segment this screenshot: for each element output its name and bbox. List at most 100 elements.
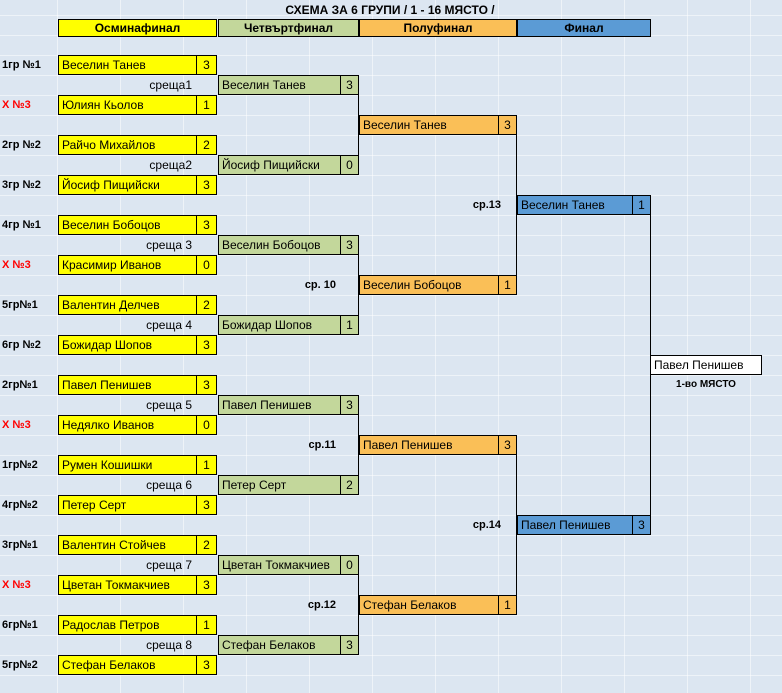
score-cell: 0 <box>196 255 217 275</box>
seed-label: 4гр №1 <box>2 219 41 231</box>
score-cell: 1 <box>196 615 217 635</box>
player-cell: Божидар Шопов <box>218 315 341 335</box>
player-cell: Йосиф Пищийски <box>58 175 197 195</box>
seed-label: 5гр№1 <box>2 299 38 311</box>
seed-label: Х №3 <box>2 259 31 271</box>
player-cell: Веселин Танев <box>359 115 499 135</box>
score-cell: 2 <box>340 475 359 495</box>
score-cell: 2 <box>196 295 217 315</box>
player-cell: Веселин Бобоцов <box>359 275 499 295</box>
seed-label: 2гр №2 <box>2 139 41 151</box>
player-cell: Стефан Белаков <box>359 595 499 615</box>
bracket-connector <box>358 85 359 166</box>
bracket-connector <box>358 565 359 646</box>
match-number: ср.11 <box>308 439 336 451</box>
score-cell: 1 <box>340 315 359 335</box>
match-label: среща 3 <box>146 238 192 252</box>
bracket-connector <box>516 125 517 286</box>
player-cell: Цветан Токмакчиев <box>58 575 197 595</box>
player-cell: Стефан Белаков <box>218 635 341 655</box>
match-label: среща 8 <box>146 638 192 652</box>
score-cell: 1 <box>196 455 217 475</box>
player-cell: Валентин Делчев <box>58 295 197 315</box>
match-label: среща 7 <box>146 558 192 572</box>
seed-label: 5гр№2 <box>2 659 38 671</box>
player-cell: Веселин Танев <box>58 55 197 75</box>
score-cell: 0 <box>340 555 359 575</box>
score-cell: 0 <box>340 155 359 175</box>
score-cell: 1 <box>196 95 217 115</box>
score-cell: 3 <box>632 515 651 535</box>
seed-label: 3гр №2 <box>2 179 41 191</box>
bracket-title: СХЕМА ЗА 6 ГРУПИ / 1 - 16 МЯСТО / <box>285 3 495 17</box>
seed-label: 1гр №1 <box>2 59 41 71</box>
player-cell: Валентин Стойчев <box>58 535 197 555</box>
seed-label: 6гр№1 <box>2 619 38 631</box>
score-cell: 3 <box>196 655 217 675</box>
score-cell: 3 <box>196 375 217 395</box>
bracket-connector <box>358 245 359 326</box>
match-number: ср.14 <box>472 519 501 531</box>
score-cell: 3 <box>498 435 517 455</box>
score-cell: 3 <box>196 495 217 515</box>
player-cell: Павел Пенишев <box>58 375 197 395</box>
match-number: ср.12 <box>307 599 336 611</box>
champion-place-label: 1-во МЯСТО <box>676 378 736 390</box>
player-cell: Недялко Иванов <box>58 415 197 435</box>
player-cell: Стефан Белаков <box>58 655 197 675</box>
player-cell: Юлиян Кьолов <box>58 95 197 115</box>
player-cell: Веселин Бобоцов <box>218 235 341 255</box>
score-cell: 3 <box>340 75 359 95</box>
player-cell: Красимир Иванов <box>58 255 197 275</box>
bracket-connector <box>516 445 517 606</box>
score-cell: 3 <box>340 235 359 255</box>
score-cell: 2 <box>196 135 217 155</box>
match-number: ср.13 <box>472 199 501 211</box>
seed-label: Х №3 <box>2 579 31 591</box>
match-number: ср. 10 <box>304 279 336 291</box>
match-label: среща 6 <box>146 478 192 492</box>
score-cell: 3 <box>196 335 217 355</box>
score-cell: 3 <box>196 175 217 195</box>
match-label: среща2 <box>149 158 192 172</box>
player-cell: Павел Пенишев <box>359 435 499 455</box>
score-cell: 3 <box>340 635 359 655</box>
seed-label: 3гр№1 <box>2 539 38 551</box>
player-cell: Веселин Танев <box>218 75 341 95</box>
seed-label: 6гр №2 <box>2 339 41 351</box>
header-semifinal: Полуфинал <box>359 19 517 37</box>
score-cell: 3 <box>498 115 517 135</box>
player-cell: Йосиф Пищийски <box>218 155 341 175</box>
score-cell: 1 <box>498 595 517 615</box>
header-quarterfinal: Четвъртфинал <box>218 19 359 37</box>
seed-label: Х №3 <box>2 99 31 111</box>
player-cell: Павел Пенишев <box>218 395 341 415</box>
score-cell: 0 <box>196 415 217 435</box>
player-cell: Веселин Бобоцов <box>58 215 197 235</box>
match-label: среща 4 <box>146 318 192 332</box>
score-cell: 3 <box>196 575 217 595</box>
champion-cell: Павел Пенишев <box>650 355 762 375</box>
score-cell: 3 <box>196 215 217 235</box>
player-cell: Петер Серт <box>218 475 341 495</box>
seed-label: 2гр№1 <box>2 379 38 391</box>
player-cell: Цветан Токмакчиев <box>218 555 341 575</box>
score-cell: 2 <box>196 535 217 555</box>
score-cell: 3 <box>196 55 217 75</box>
score-cell: 1 <box>498 275 517 295</box>
match-label: среща 5 <box>146 398 192 412</box>
seed-label: 4гр№2 <box>2 499 38 511</box>
header-final: Финал <box>517 19 651 37</box>
header-round16: Осминафинал <box>58 19 217 37</box>
score-cell: 3 <box>340 395 359 415</box>
player-cell: Румен Кошишки <box>58 455 197 475</box>
match-label: среща1 <box>149 78 192 92</box>
seed-label: 1гр№2 <box>2 459 38 471</box>
seed-label: Х №3 <box>2 419 31 431</box>
player-cell: Петер Серт <box>58 495 197 515</box>
player-cell: Веселин Танев <box>517 195 633 215</box>
player-cell: Божидар Шопов <box>58 335 197 355</box>
bracket-connector <box>358 405 359 486</box>
score-cell: 1 <box>632 195 651 215</box>
